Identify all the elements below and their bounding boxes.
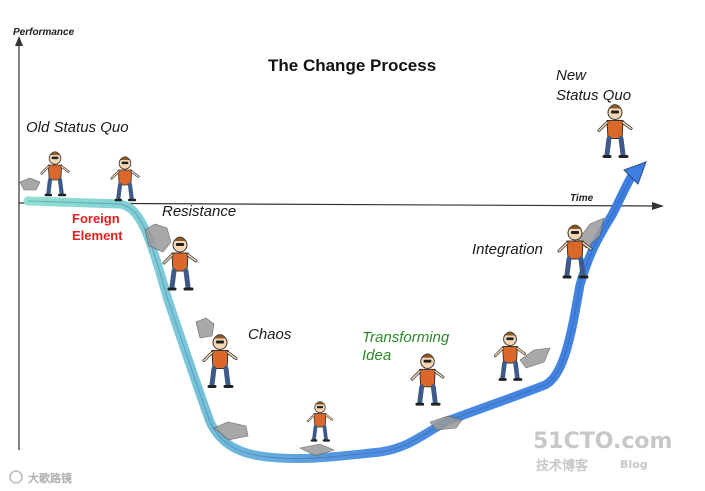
label-old-status-quo: Old Status Quo bbox=[26, 119, 129, 136]
figure-old-status-quo bbox=[42, 152, 69, 195]
label-new-status-quo-line2: Status Quo bbox=[556, 87, 631, 104]
label-foreign-element-line2: Element bbox=[72, 228, 123, 243]
label-chaos: Chaos bbox=[248, 326, 292, 343]
y-axis-arrow-icon bbox=[15, 36, 23, 46]
figure-new-status-quo bbox=[599, 105, 631, 157]
figure-chaos bbox=[204, 335, 236, 387]
label-transforming-idea-line2: Idea bbox=[362, 347, 391, 364]
label-foreign-element-line1: Foreign bbox=[72, 211, 120, 226]
label-new-status-quo-line1: New bbox=[556, 67, 587, 84]
change-curve-outline bbox=[27, 171, 635, 460]
curve-arrowhead-icon bbox=[623, 161, 647, 185]
x-axis-label: Time bbox=[570, 193, 594, 204]
rock-debris bbox=[19, 177, 605, 457]
label-transforming-idea-line1: Transforming bbox=[362, 329, 450, 346]
watermark-logo-icon bbox=[9, 470, 23, 484]
change-curve bbox=[23, 167, 639, 464]
figure-transforming-idea bbox=[412, 354, 443, 404]
y-axis-label: Performance bbox=[13, 27, 75, 38]
watermark-sub: 技术博客 bbox=[536, 458, 589, 474]
watermark-blog: Blog bbox=[620, 458, 648, 471]
figure-lying bbox=[308, 402, 332, 441]
figure-pushing bbox=[495, 332, 524, 380]
x-axis-arrow-icon bbox=[652, 202, 664, 210]
watermark-site: 51CTO.com bbox=[533, 429, 672, 454]
diagram-title: The Change Process bbox=[268, 56, 436, 75]
watermark-corner: 大歌路镜 bbox=[28, 471, 72, 485]
label-resistance: Resistance bbox=[162, 203, 236, 220]
label-integration: Integration bbox=[472, 241, 543, 258]
figure-resistance bbox=[112, 157, 139, 200]
